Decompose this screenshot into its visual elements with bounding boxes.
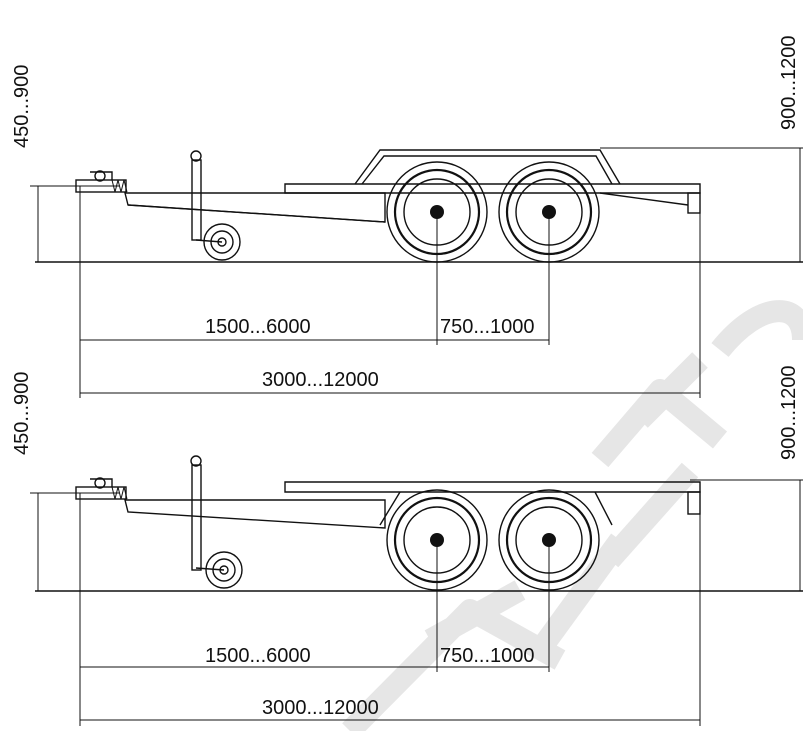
- dim-a-overall-length: 3000...12000: [262, 369, 379, 391]
- dim-b-axle-spacing: 750...1000: [440, 645, 535, 667]
- dim-b-full-height: 900...1200: [778, 365, 800, 460]
- watermark: [342, 300, 803, 731]
- dim-a-height: 450...900: [11, 65, 33, 148]
- dim-a-axle-spacing: 750...1000: [440, 316, 535, 338]
- trailer-top: [30, 147, 803, 398]
- dim-a-full-height: 900...1200: [778, 35, 800, 130]
- dim-b-hitch-to-axle: 1500...6000: [205, 645, 311, 667]
- dim-b-height: 450...900: [11, 372, 33, 455]
- trailer-bottom: [30, 455, 803, 726]
- dim-b-overall-length: 3000...12000: [262, 697, 379, 719]
- dim-a-hitch-to-axle: 1500...6000: [205, 316, 311, 338]
